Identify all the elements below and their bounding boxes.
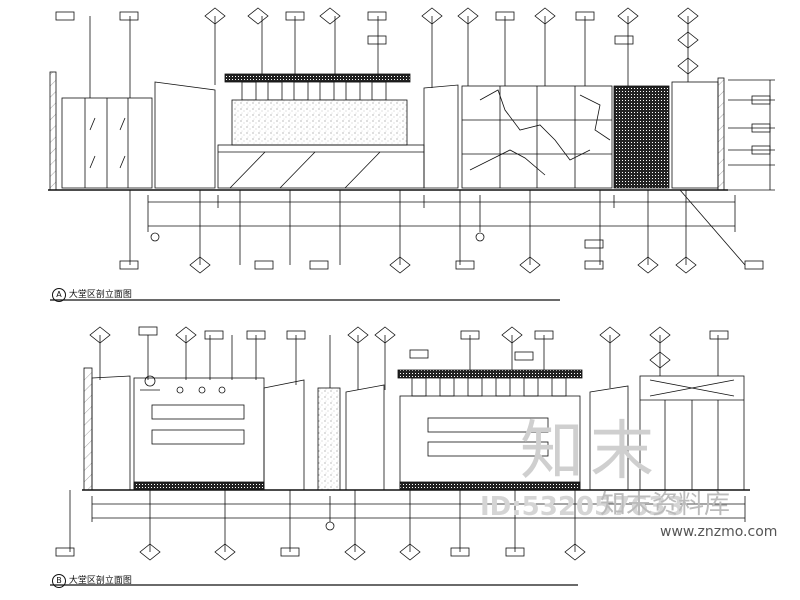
callout-tags-bottom-b — [55, 490, 586, 561]
callout-tags-top-b — [89, 326, 729, 390]
watermark-logo: 知末 — [520, 415, 660, 489]
callout-tags-top-a — [55, 7, 699, 98]
pendant-lights-a — [241, 81, 387, 101]
level-marks-a — [728, 79, 775, 191]
elevation-a-marker: A — [52, 288, 66, 302]
elevation-b-title: B 大堂区剖立面图 — [52, 573, 132, 588]
watermark-brand: 知末资料库 — [600, 490, 731, 520]
callout-tags-bottom-a — [119, 189, 764, 274]
watermark-id: ID:532057633 — [480, 492, 685, 522]
elevation-b-label: 大堂区剖立面图 — [68, 576, 132, 586]
elevation-a-label: 大堂区剖立面图 — [68, 290, 132, 300]
elevation-a-title: A 大堂区剖立面图 — [52, 287, 132, 302]
elevation-a — [48, 7, 775, 301]
pendant-lights-b — [411, 377, 567, 397]
watermark-url: www.znzmo.com — [660, 524, 778, 540]
elevation-b — [50, 326, 750, 586]
elevation-b-marker: B — [52, 574, 66, 588]
